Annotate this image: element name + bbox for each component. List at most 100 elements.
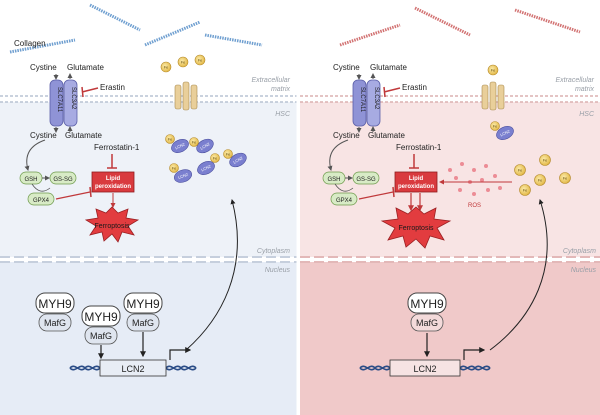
ferrostatin-label: Ferrostatin-1 — [94, 143, 140, 152]
slc3a2-label-r: SLC3A2 — [373, 87, 379, 110]
ferroptosis-burst-r — [380, 206, 452, 249]
right-panel: Cystine Glutamate Cystine Glutamate SLC7… — [300, 0, 600, 415]
ferroptosis-burst — [84, 206, 140, 243]
gssg-label: GS-SG — [53, 177, 73, 183]
matrix-label: matrix — [271, 86, 291, 93]
gpx4-label-r: GPX4 — [336, 198, 353, 204]
fe-label: Fe — [181, 61, 185, 65]
gpx4-label: GPX4 — [33, 198, 50, 204]
lcn2-fe-complex-r — [490, 121, 514, 140]
mafg-label-2: MafG — [90, 331, 112, 341]
lipid-peroxidation-box-r — [394, 171, 438, 193]
collagen-label: Collagen — [14, 39, 46, 48]
right-nucleus-bg — [300, 262, 600, 415]
glutamate-top-label-r: Glutamate — [370, 63, 407, 72]
mafg-label-1: MafG — [44, 318, 66, 328]
dna-strand-left — [69, 365, 197, 371]
left-cytoplasm-bg — [0, 102, 298, 257]
fe-label: Fe — [213, 157, 217, 161]
lcn2-protein-label: LCN2 — [199, 141, 211, 151]
lcn2-gene-label: LCN2 — [121, 364, 144, 374]
erastin-inhibit-line — [81, 87, 99, 93]
fe-label: Fe — [523, 189, 527, 193]
lcn2-protein-label: LCN2 — [177, 172, 189, 180]
lcn2-fe-complexes — [165, 134, 247, 183]
slc7a11-label: SLC7A11 — [56, 87, 62, 113]
gpx4-node — [27, 192, 55, 206]
myh9-mafg-complex-3: MYH9 MafG — [123, 292, 163, 332]
lipid-peroxidation-box — [91, 171, 135, 193]
cystine-bottom-label: Cystine — [30, 131, 57, 140]
left-nucleus-bg — [0, 262, 298, 415]
mafg-label-r: MafG — [416, 318, 438, 328]
lipid-label-2: peroxidation — [95, 184, 131, 190]
nucleus-label-r: Nucleus — [571, 267, 597, 274]
fe-label: Fe — [538, 179, 542, 183]
collagen-fibers-right — [339, 6, 581, 47]
hsc-label: HSC — [275, 111, 291, 118]
ferroptosis-label-r: Ferroptosis — [398, 225, 434, 232]
glutamate-top-label: Glutamate — [67, 63, 104, 72]
slc7a11-label-r: SLC7A11 — [359, 87, 365, 113]
ros-dots — [448, 162, 502, 196]
fe-label: Fe — [172, 167, 176, 171]
lcn2-protein-label: LCN2 — [499, 128, 511, 137]
glutamate-bottom-label: Glutamate — [65, 131, 102, 140]
extracellular-label-r: Extracellular — [555, 77, 594, 84]
ros-label: ROS — [468, 203, 481, 209]
fe-ions-free-r — [514, 154, 571, 196]
gssg-label-r: GS-SG — [356, 177, 376, 183]
myh9-mafg-complex-1: MYH9 MafG — [35, 292, 75, 332]
gsh-label-r: GSH — [327, 177, 340, 183]
myh9-label-3: MYH9 — [126, 297, 160, 311]
gsh-label: GSH — [24, 177, 37, 183]
myh9-mafg-complex-2: MYH9 MafG — [81, 305, 121, 345]
lipid-label-1: Lipid — [106, 176, 121, 182]
lipid-label-2-r: peroxidation — [398, 184, 434, 190]
cytoplasm-label: Cytoplasm — [257, 248, 290, 255]
fe-label: Fe — [168, 138, 172, 142]
slc3a2-label: SLC3A2 — [70, 87, 76, 110]
gssg-node — [49, 171, 77, 185]
erastin-label: Erastin — [100, 83, 125, 92]
cystine-top-label-r: Cystine — [333, 63, 360, 72]
erastin-label-r: Erastin — [402, 83, 427, 92]
cytoplasm-label-r: Cytoplasm — [563, 248, 596, 255]
myh9-label-1: MYH9 — [38, 297, 72, 311]
lcn2-gene-box-r — [389, 359, 461, 377]
fe-label: Fe — [518, 169, 522, 173]
glutamate-bottom-label-r: Glutamate — [368, 131, 405, 140]
expression-arrow-right — [489, 199, 548, 351]
lcn2-protein-label: LCN2 — [200, 163, 212, 172]
ferroptosis-label: Ferroptosis — [94, 223, 130, 230]
lcn2-protein-label: LCN2 — [174, 141, 186, 150]
extracellular-label: Extracellular — [251, 77, 290, 84]
myh9-mafg-complex-r: MYH9 MafG — [407, 292, 447, 332]
fe-ions-extracellular — [160, 54, 206, 73]
fe-label: Fe — [493, 125, 497, 129]
fe-label: Fe — [198, 59, 202, 63]
collagen-fibers-left — [9, 3, 263, 54]
lcn2-gene-box — [99, 359, 167, 377]
lcn2-receptor-channel — [174, 81, 198, 111]
lcn2-protein-label: LCN2 — [232, 155, 244, 165]
lipid-label-1-r: Lipid — [409, 176, 424, 182]
lcn2-receptor-channel-r — [481, 81, 505, 111]
fe-ion-extracellular-r — [487, 64, 499, 76]
hsc-label-r: HSC — [579, 111, 595, 118]
mafg-label-3: MafG — [132, 318, 154, 328]
left-panel: Collagen Cystine Glutamate Cystine Gluta… — [0, 0, 298, 415]
cystine-bottom-label-r: Cystine — [333, 131, 360, 140]
slc7a11-slc3a2-transporter-r: SLC7A11 SLC3A2 — [352, 79, 381, 127]
expression-arrow-left — [185, 199, 238, 351]
myh9-label-r: MYH9 — [410, 297, 444, 311]
cystine-top-label: Cystine — [30, 63, 57, 72]
fe-label: Fe — [226, 153, 230, 157]
nucleus-label: Nucleus — [265, 267, 291, 274]
ferrostatin-label-r: Ferrostatin-1 — [396, 143, 442, 152]
dna-strand-right — [359, 365, 491, 371]
myh9-label-2: MYH9 — [84, 310, 118, 324]
